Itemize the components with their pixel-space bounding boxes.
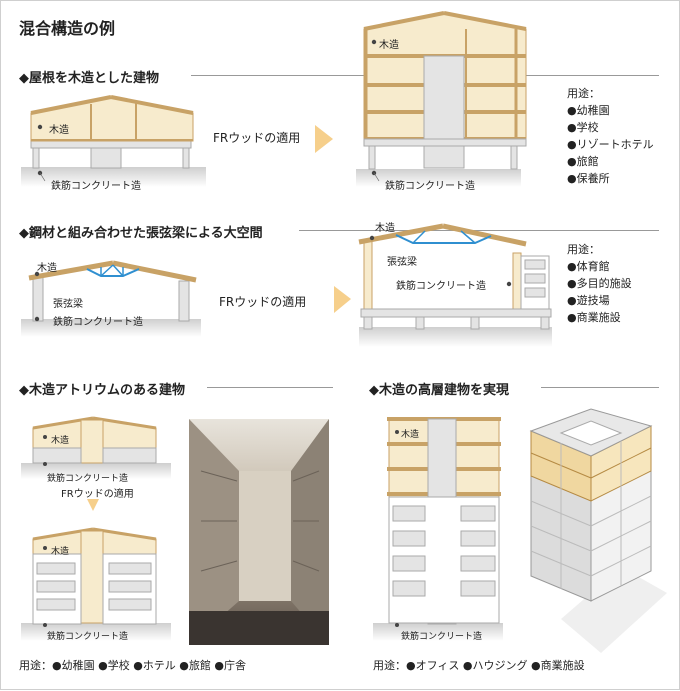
label-wood: 木造: [401, 430, 420, 440]
uses-list-1: 用途： ●幼稚園 ●学校 ●リゾートホテル ●旅館 ●保養所: [567, 85, 654, 187]
building-highrise-section: [373, 417, 503, 641]
uses-list-2: 用途： ●体育館 ●多目的施設 ●遊技場 ●商業施設: [567, 241, 632, 326]
building-roof-wood-before: [21, 95, 206, 187]
label-fr-wood: FRウッドの適用: [61, 489, 134, 500]
uses-line-3: 用途：●幼稚園 ●学校 ●ホテル ●旅館 ●庁舎: [19, 659, 246, 672]
section-long-span: ◆鋼材と組み合わせた張弦梁による大空間: [19, 226, 263, 241]
label-rc: 鉄筋コンクリート造: [385, 181, 475, 192]
label-rc: 鉄筋コンクリート造: [51, 181, 141, 192]
label-truss: 張弦梁: [387, 257, 417, 268]
arrow-3: [87, 499, 99, 511]
uses-item: ●多目的施設: [567, 277, 632, 290]
uses-item: ●商業施設: [567, 311, 621, 324]
highrise-3d-rendering: [529, 408, 667, 653]
uses-item: ●遊技場: [567, 294, 610, 307]
label-fr-wood: FRウッドの適用: [213, 131, 301, 145]
arrow-2: [334, 286, 351, 313]
uses-item: ●保養所: [567, 172, 610, 185]
label-rc: 鉄筋コンクリート造: [53, 317, 143, 328]
label-rc: 鉄筋コンクリート造: [47, 474, 129, 484]
section-highrise: ◆木造の高層建物を実現: [369, 383, 509, 398]
label-wood: 木造: [49, 125, 69, 136]
section-rule: [541, 387, 659, 388]
uses-heading: 用途：: [567, 243, 600, 256]
label-rc: 鉄筋コンクリート造: [47, 632, 129, 642]
building-atrium-before: [21, 416, 171, 479]
arrow-1: [315, 125, 333, 153]
label-fr-wood: FRウッドの適用: [219, 295, 307, 309]
label-rc: 鉄筋コンクリート造: [396, 281, 486, 292]
building-atrium-after: [21, 527, 171, 641]
uses-item: ●旅館: [567, 155, 599, 168]
label-wood: 木造: [37, 263, 57, 274]
uses-item: ●幼稚園: [567, 104, 610, 117]
section-roof-wood: ◆屋根を木造とした建物: [19, 71, 159, 86]
uses-line-4: 用途：●オフィス ●ハウジング ●商業施設: [373, 659, 585, 672]
uses-heading: 用途：: [567, 87, 600, 100]
building-truss-after: [358, 223, 552, 347]
uses-item: ●体育館: [567, 260, 610, 273]
label-truss: 張弦梁: [53, 299, 83, 310]
section-rule: [299, 230, 659, 231]
section-atrium: ◆木造アトリウムのある建物: [19, 383, 185, 398]
building-roof-wood-after: [356, 11, 527, 187]
label-wood: 木造: [51, 436, 70, 446]
label-wood: 木造: [379, 40, 399, 51]
page-title: 混合構造の例: [19, 19, 116, 38]
building-truss-before: [21, 260, 201, 337]
uses-item: ●リゾートホテル: [567, 138, 654, 151]
label-wood: 木造: [51, 547, 70, 557]
section-rule: [207, 387, 333, 388]
uses-item: ●学校: [567, 121, 599, 134]
label-rc: 鉄筋コンクリート造: [401, 632, 483, 642]
label-wood: 木造: [375, 223, 395, 234]
atrium-photo: [189, 419, 329, 645]
